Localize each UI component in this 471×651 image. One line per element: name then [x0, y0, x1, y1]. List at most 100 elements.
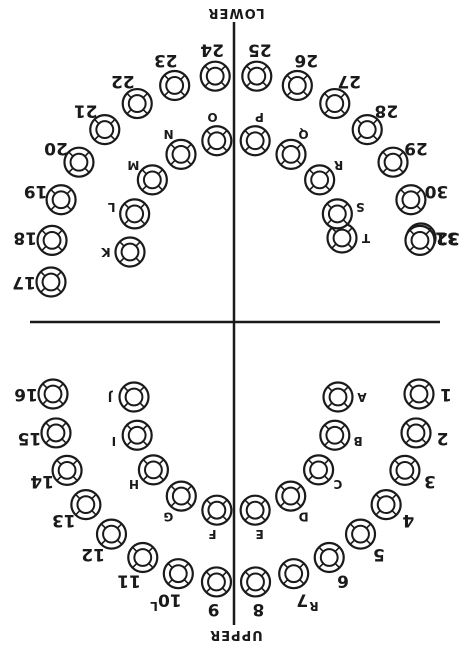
- lower-primary-tooth-N: [166, 140, 195, 169]
- upper-permanent-label-9: 9: [208, 599, 220, 619]
- upper-permanent-label-7: 7: [296, 589, 308, 609]
- lower-permanent-label-23: 23: [154, 50, 178, 70]
- upper-primary-tooth-E: [241, 496, 270, 525]
- lower-permanent-label-30: 30: [424, 181, 448, 201]
- lower-permanent-tooth-26: [283, 71, 312, 100]
- upper-permanent-label-16: 16: [14, 384, 38, 404]
- lower-permanent-tooth-18: [38, 226, 67, 255]
- upper-primary-label-E: E: [256, 527, 264, 541]
- lower-permanent-label-27: 27: [337, 71, 361, 91]
- upper-primary-label-J: J: [108, 390, 113, 404]
- lower-permanent-tooth-29: [379, 148, 408, 177]
- lower-permanent-label-18: 18: [13, 227, 37, 247]
- lower-primary-tooth-S: [323, 199, 352, 228]
- side-label-right: R: [309, 599, 318, 613]
- lower-primary-tooth-R: [305, 165, 334, 194]
- lower-permanent-label-20: 20: [44, 138, 68, 158]
- upper-primary-label-D: D: [299, 509, 309, 523]
- upper-permanent-label-5: 5: [373, 544, 385, 564]
- lower-permanent-tooth-25: [242, 62, 271, 91]
- lower-primary-label-R: R: [334, 158, 343, 172]
- lower-primary-tooth-L: [120, 199, 149, 228]
- upper-primary-label-A: A: [357, 390, 367, 404]
- lower-permanent-tooth-22: [123, 89, 152, 118]
- lower-primary-label-M: M: [127, 158, 139, 172]
- lower-permanent-tooth-17: [37, 268, 66, 297]
- upper-permanent-label-8: 8: [252, 599, 264, 619]
- upper-permanent-tooth-1: [405, 380, 434, 409]
- upper-primary-tooth-D: [276, 482, 305, 511]
- lower-permanent-label-26: 26: [294, 50, 318, 70]
- lower-primary-tooth-P: [241, 126, 270, 155]
- upper-permanent-tooth-2: [402, 418, 431, 447]
- lower-primary-tooth-M: [138, 165, 167, 194]
- lower-permanent-label-31: 31: [435, 227, 459, 247]
- upper-permanent-label-13: 13: [52, 510, 76, 530]
- lower-permanent-tooth-27: [320, 89, 349, 118]
- upper-primary-tooth-I: [123, 421, 152, 450]
- upper-permanent-tooth-16: [39, 380, 68, 409]
- lower-primary-tooth-Q: [277, 140, 306, 169]
- lower-permanent-label-25: 25: [248, 39, 272, 59]
- lower-permanent-label-21: 21: [74, 101, 98, 121]
- upper-primary-label-C: C: [333, 477, 342, 491]
- lower-primary-label-O: O: [207, 110, 217, 124]
- upper-permanent-tooth-3: [390, 456, 419, 485]
- lower-primary-tooth-K: [116, 238, 145, 267]
- upper-primary-tooth-G: [167, 482, 196, 511]
- lower-permanent-tooth-23: [160, 71, 189, 100]
- upper-permanent-label-2: 2: [437, 428, 449, 448]
- upper-primary-label-H: H: [129, 477, 139, 491]
- upper-permanent-label-14: 14: [30, 471, 54, 491]
- lower-permanent-label-19: 19: [24, 181, 48, 201]
- lower-primary-label-L: L: [108, 200, 116, 214]
- lower-primary-label-S: S: [356, 200, 365, 214]
- upper-primary-tooth-C: [304, 455, 333, 484]
- upper-permanent-tooth-4: [372, 490, 401, 519]
- lower-permanent-tooth-24: [201, 62, 230, 91]
- lower-permanent-tooth-30: [396, 185, 425, 214]
- upper-permanent-label-4: 4: [402, 510, 414, 530]
- lower-primary-label-Q: Q: [298, 127, 308, 141]
- lower-primary-tooth-O: [202, 126, 231, 155]
- lower-permanent-label-24: 24: [200, 39, 224, 59]
- upper-permanent-tooth-9: [202, 567, 231, 596]
- upper-permanent-label-3: 3: [424, 471, 436, 491]
- upper-permanent-label-15: 15: [18, 428, 42, 448]
- upper-permanent-label-12: 12: [81, 544, 105, 564]
- lower-primary-label-N: N: [164, 127, 174, 141]
- upper-primary-tooth-H: [139, 455, 168, 484]
- lower-permanent-tooth-19: [47, 185, 76, 214]
- upper-permanent-tooth-15: [41, 418, 70, 447]
- upper-primary-label-G: G: [163, 509, 173, 523]
- upper-permanent-label-10: 10: [158, 589, 182, 609]
- lower-permanent-label-17: 17: [12, 272, 36, 292]
- upper-permanent-tooth-6: [315, 543, 344, 572]
- lower-primary-label-T: T: [361, 231, 370, 245]
- upper-permanent-label-6: 6: [337, 571, 349, 591]
- upper-primary-tooth-J: [120, 383, 149, 412]
- lower-permanent-label-29: 29: [404, 138, 428, 158]
- side-label-left: L: [150, 599, 158, 613]
- upper-permanent-tooth-8: [241, 567, 270, 596]
- upper-permanent-tooth-14: [53, 456, 82, 485]
- upper-primary-label-B: B: [354, 434, 363, 448]
- upper-title: UPPER: [209, 627, 263, 642]
- upper-primary-tooth-F: [202, 496, 231, 525]
- upper-primary-tooth-B: [320, 421, 349, 450]
- lower-permanent-tooth-31: [405, 226, 434, 255]
- upper-permanent-tooth-11: [128, 543, 157, 572]
- upper-permanent-label-11: 11: [117, 571, 141, 591]
- upper-permanent-tooth-7: [279, 559, 308, 588]
- upper-primary-label-I: I: [112, 434, 116, 448]
- lower-permanent-label-28: 28: [375, 101, 399, 121]
- lower-permanent-label-22: 22: [111, 71, 135, 91]
- upper-permanent-tooth-10: [164, 559, 193, 588]
- lower-primary-label-P: P: [255, 110, 264, 124]
- upper-permanent-tooth-5: [346, 520, 375, 549]
- lower-title: LOWER: [207, 5, 264, 20]
- upper-primary-label-F: F: [208, 527, 216, 541]
- upper-permanent-label-1: 1: [440, 384, 452, 404]
